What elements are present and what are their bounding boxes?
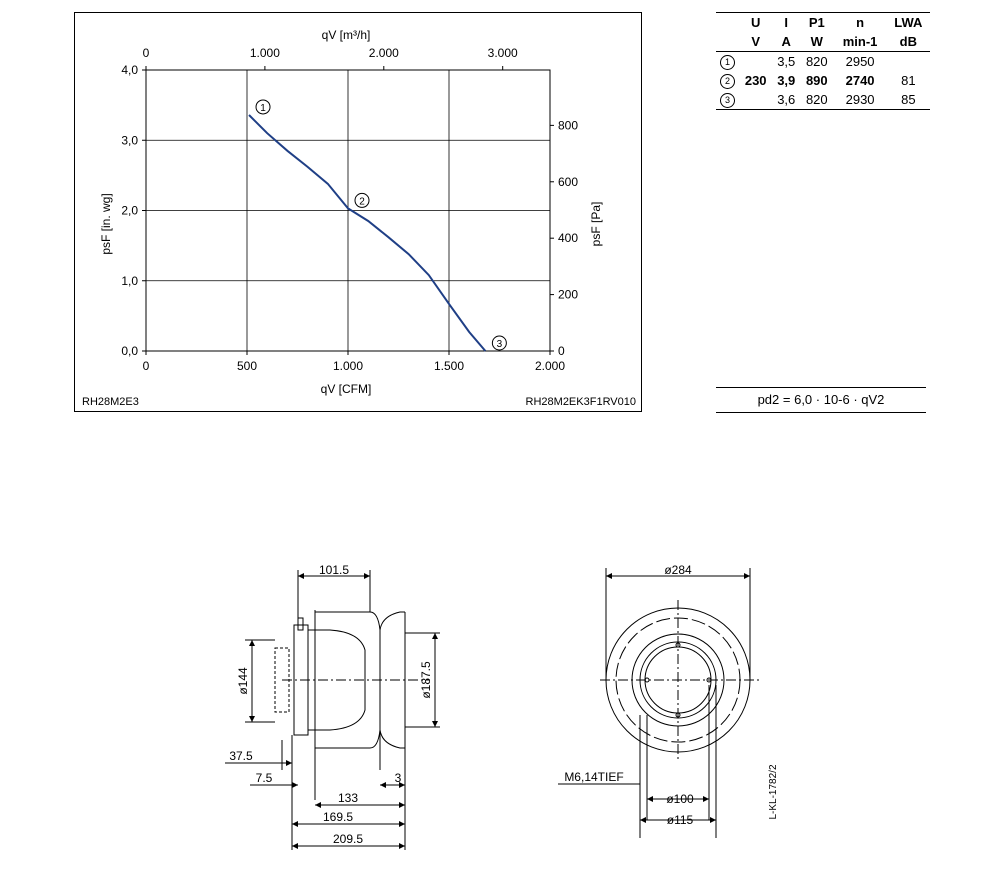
x-bottom-axis-label: qV [CFM] (321, 382, 372, 396)
spec-unit-n: min-1 (833, 32, 887, 52)
operating-point-marker: 1 (255, 99, 271, 115)
spec-header-p: P1 (800, 12, 834, 32)
spec-unit-p: W (800, 32, 834, 52)
y-right-tick-label: 0 (558, 344, 565, 358)
spec-header-row: U I P1 n LWA (716, 12, 930, 32)
point-marker-icon: 3 (720, 93, 736, 108)
dim-d115: ø115 (667, 813, 694, 827)
dimension-drawing: 101.5 ø144 ø187.5 37.5 7.5 3 133 169.5 2… (225, 563, 779, 850)
y-right-tick-label: 400 (558, 231, 578, 245)
x-bottom-tick-label: 2.000 (535, 359, 565, 373)
svg-text:2: 2 (359, 196, 365, 207)
drawing-id: L-KL-1782/2 (768, 764, 779, 819)
spec-header-l: LWA (886, 12, 930, 32)
operating-point-marker: 3 (491, 335, 507, 351)
y-left-tick-label: 1,0 (121, 274, 138, 288)
y-left-tick-label: 2,0 (121, 204, 138, 218)
spec-unit-l: dB (886, 32, 930, 52)
y-left-tick-label: 4,0 (121, 63, 138, 77)
point-marker-icon: 2 (720, 74, 736, 89)
y-left-tick-label: 3,0 (121, 133, 138, 147)
x-top-tick-label: 2.000 (369, 46, 399, 60)
operating-point-marker: 2 (354, 192, 370, 208)
svg-text:1: 1 (260, 103, 266, 114)
spec-row: 1 3,5 820 2950 (716, 52, 930, 72)
dim-7-5: 7.5 (256, 771, 273, 785)
chart-footer-right: RH28M2EK3F1RV010 (526, 396, 636, 408)
performance-curve (248, 114, 487, 352)
y-right-tick-label: 600 (558, 175, 578, 189)
dim-133: 133 (338, 791, 358, 805)
point-marker-icon: 1 (720, 55, 736, 70)
chart-footer-left: RH28M2E3 (82, 396, 139, 408)
spec-header-i: I (772, 12, 801, 32)
spec-unit-i: A (772, 32, 801, 52)
spec-units-row: V A W min-1 dB (716, 32, 930, 52)
dim-37-5: 37.5 (229, 749, 253, 763)
spec-table: U I P1 n LWA V A W min-1 dB 1 3,5 820 29… (716, 12, 930, 110)
dim-101-5: 101.5 (319, 563, 349, 577)
y-right-tick-label: 200 (558, 288, 578, 302)
x-bottom-tick-label: 500 (237, 359, 257, 373)
dim-d144: ø144 (236, 667, 250, 695)
x-top-tick-label: 3.000 (488, 46, 518, 60)
x-bottom-tick-label: 0 (143, 359, 150, 373)
chart-frame (74, 12, 642, 412)
chart-grid (145, 69, 551, 352)
spec-row: 3 3,6 820 2930 85 (716, 90, 930, 110)
dim-d100: ø100 (666, 792, 694, 806)
point-markers: 1 2 3 (255, 99, 507, 351)
x-top-tick-label: 1.000 (250, 46, 280, 60)
spec-header-n: n (833, 12, 887, 32)
y-left-tick-label: 0,0 (121, 344, 138, 358)
spec-unit-u: V (739, 32, 773, 52)
y-right-axis-label: psF [Pa] (589, 202, 603, 247)
x-top-tick-label: 0 (143, 46, 150, 60)
svg-text:3: 3 (497, 339, 503, 350)
y-left-axis-label: psF [in. wg] (99, 193, 113, 254)
dim-d284: ø284 (664, 563, 692, 577)
spec-header-u: U (739, 12, 773, 32)
side-view (245, 570, 440, 850)
chart-ticks: 0 500 1.000 1.500 2.000 0,0 1,0 2,0 3,0 4,0 0 1.000… (121, 46, 578, 373)
y-right-tick-label: 800 (558, 118, 578, 132)
dim-169-5: 169.5 (323, 810, 353, 824)
x-bottom-tick-label: 1.000 (333, 359, 363, 373)
dim-209-5: 209.5 (333, 832, 363, 846)
dynamic-pressure-formula: pd2 = 6,0 · 10-6 · qV2 (716, 387, 926, 413)
performance-chart: 0 500 1.000 1.500 2.000 0,0 1,0 2,0 3,0 4,0 0 1.000… (74, 12, 642, 412)
x-top-axis-label: qV [m³/h] (322, 28, 371, 42)
x-bottom-tick-label: 1.500 (434, 359, 464, 373)
dim-3: 3 (395, 771, 402, 785)
dim-d187-5: ø187.5 (419, 661, 433, 699)
dim-m6-thread: M6,14TIEF (564, 770, 623, 784)
spec-row: 2 230 3,9 890 2740 81 (716, 71, 930, 90)
spec-header-marker (716, 12, 740, 32)
